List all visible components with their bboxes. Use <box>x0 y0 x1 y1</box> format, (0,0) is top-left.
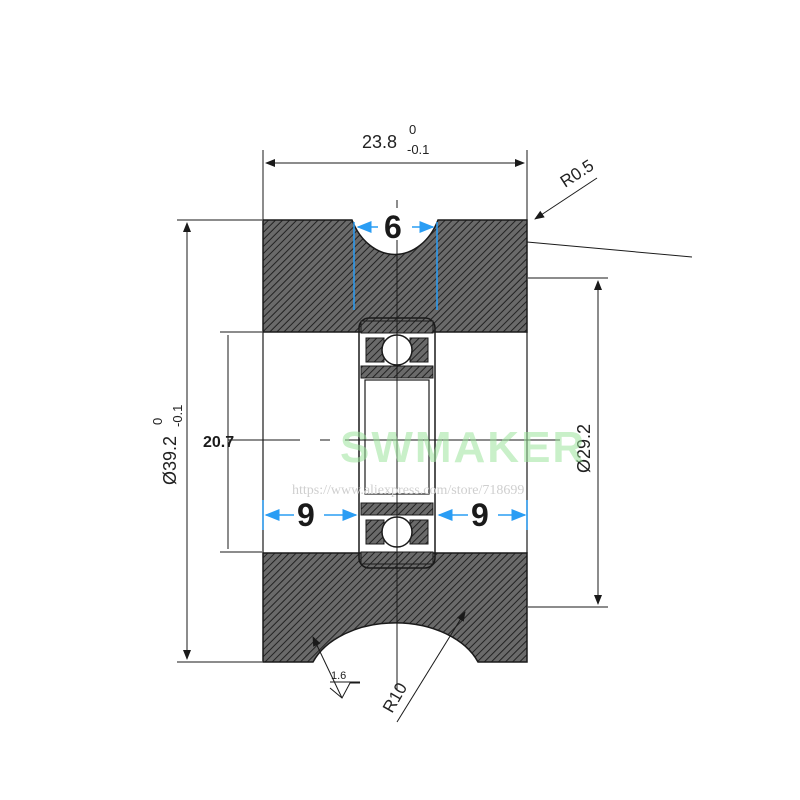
pulley-section <box>262 219 528 663</box>
bottom-section <box>262 552 528 663</box>
width-dimension: 23.8 0 -0.1 <box>262 122 528 222</box>
corner-radius-annotation: R0.5 <box>526 156 693 258</box>
side-width-dimensions: 9 9 <box>262 497 528 533</box>
top-section <box>262 219 528 333</box>
width-main-label: 23.8 <box>362 132 397 152</box>
outer-dia-tol-upper: 0 <box>150 418 165 425</box>
side-left-label: 9 <box>297 497 315 533</box>
bearing-width-dimension: 6 <box>353 208 438 310</box>
watermark-brand: SWMAKER <box>340 423 586 472</box>
corner-radius-label: R0.5 <box>557 156 597 191</box>
groove-dia-label: Ø29.2 <box>574 424 594 473</box>
side-right-label: 9 <box>471 497 489 533</box>
width-tol-lower: -0.1 <box>407 142 429 157</box>
groove-diameter-dimension: Ø29.2 <box>528 277 608 608</box>
outer-dia-tol-lower: -0.1 <box>170 405 185 427</box>
roughness-label: 1.6 <box>331 670 346 682</box>
groove-radius-label: R10 <box>379 679 411 716</box>
watermark-url: https://www.aliexpress.com/store/718699 <box>292 483 524 498</box>
center-lines <box>228 200 560 690</box>
outer-dia-main-label: Ø39.2 <box>160 436 180 485</box>
bearing-width-label: 6 <box>384 209 402 245</box>
roughness-symbol: 1.6 <box>312 636 360 699</box>
width-tol-upper: 0 <box>409 122 416 137</box>
inner-height-label: 20.7 <box>203 434 234 451</box>
outer-diameter-dimension: Ø39.2 0 -0.1 <box>150 219 262 663</box>
watermark: SWMAKER https://www.aliexpress.com/store… <box>292 423 586 498</box>
inner-height-dimension: 20.7 <box>203 331 262 553</box>
